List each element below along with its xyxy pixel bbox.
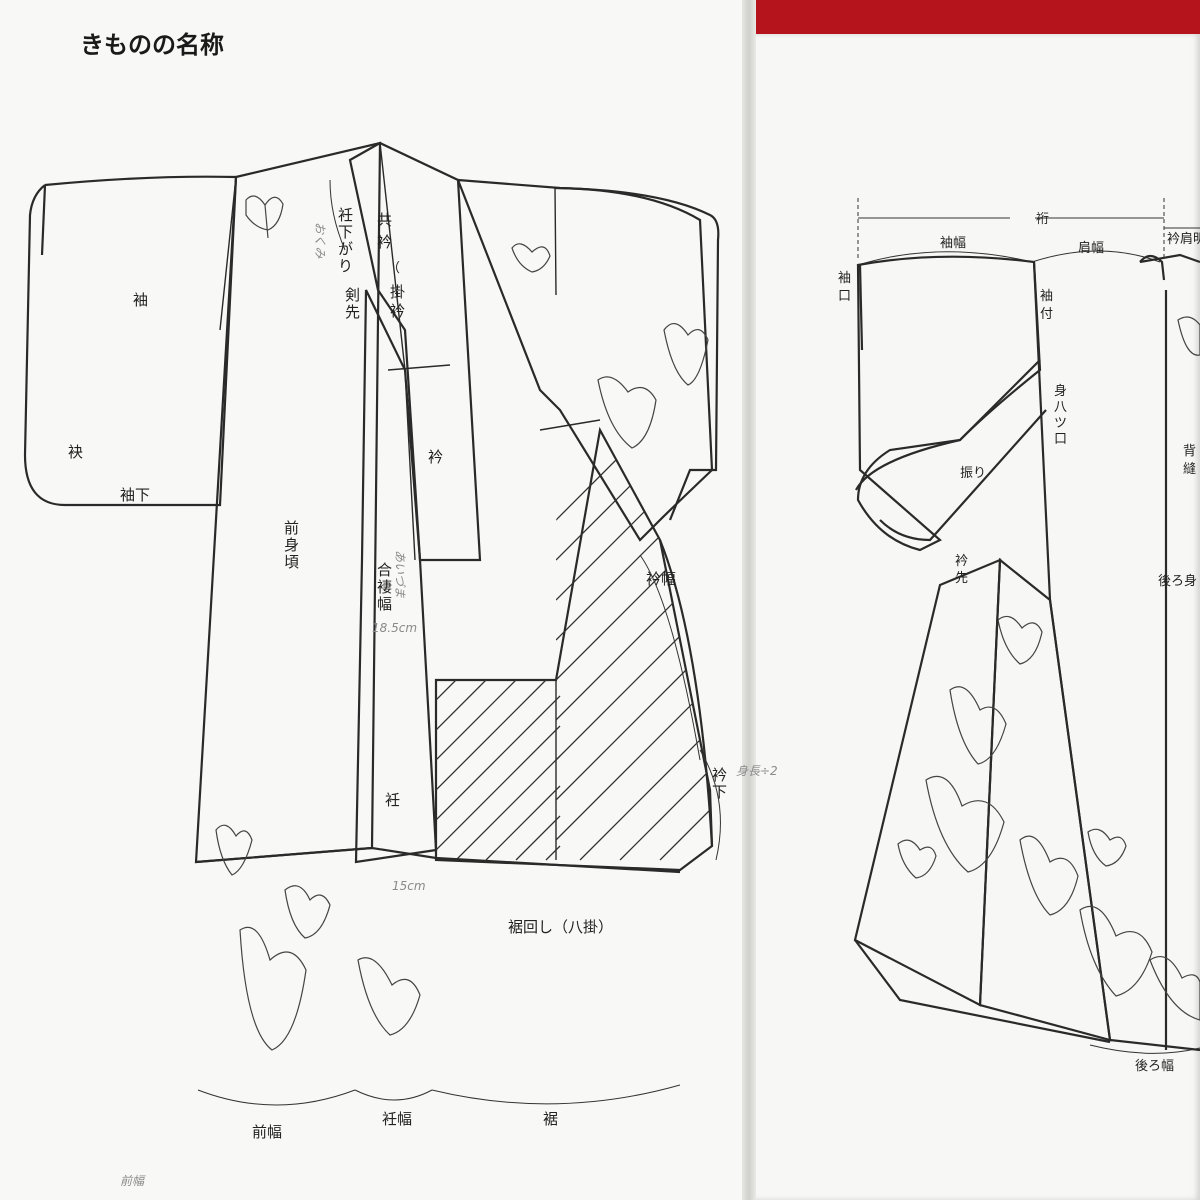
handwritten-notes: おくみ あいづま 18.5cm 15cm 身長÷2 前幅 bbox=[120, 222, 778, 1188]
label-miyatsukuchi-1: 身 bbox=[1054, 383, 1067, 399]
label-tomoeri-2: 衿 bbox=[377, 233, 392, 251]
label-susomawashi: 裾回し（八掛） bbox=[508, 918, 613, 936]
label-aizumahaba-2: 褄 bbox=[377, 578, 392, 596]
label-senui-1: 背 bbox=[1183, 444, 1196, 459]
label-eri: 衿 bbox=[428, 448, 443, 466]
butterfly-motifs bbox=[215, 195, 1043, 1051]
note-aizuma-kana: あいづま bbox=[393, 550, 407, 599]
label-eri-haba: 衿幅 bbox=[646, 570, 676, 588]
book-gutter bbox=[742, 0, 756, 1200]
label-sodetsuke-1: 袖 bbox=[1040, 289, 1053, 304]
label-kensaki-1: 剣 bbox=[345, 286, 360, 304]
lining-hatch bbox=[436, 455, 712, 861]
label-okumisagari-2: 下 bbox=[338, 223, 353, 241]
label-sodeguchi-1: 袖 bbox=[838, 271, 851, 286]
label-erisaki-1: 衿 bbox=[955, 554, 968, 569]
right-labels: 裄 衿肩明 袖幅 肩幅 袖 口 袖 付 身 八 ツ 口 背 縫 振り 衿 先 後… bbox=[838, 212, 1200, 1074]
label-okumisagari-3: が bbox=[338, 240, 353, 258]
label-maehaba: 前幅 bbox=[252, 1123, 282, 1141]
label-ushiromigoro: 後ろ身 bbox=[1158, 573, 1197, 589]
label-miyatsukuchi-4: 口 bbox=[1054, 432, 1067, 447]
left-sleeve-cuff bbox=[40, 184, 47, 256]
label-okumisagari-1: 衽 bbox=[338, 206, 353, 224]
right-sleeve-outline bbox=[554, 186, 720, 521]
label-kakeeri-1: （ bbox=[387, 261, 400, 276]
label-sodeshita: 袖下 bbox=[120, 486, 150, 504]
label-kensaki-2: 先 bbox=[345, 303, 360, 321]
label-aizumahaba-3: 幅 bbox=[377, 595, 392, 613]
label-kakeeri-2: 掛 bbox=[390, 283, 405, 301]
label-erishita-1: 衿 bbox=[712, 766, 727, 784]
label-miyatsukuchi-2: 八 bbox=[1054, 400, 1067, 415]
note-bottom: 前幅 bbox=[120, 1174, 146, 1188]
right-page bbox=[750, 34, 1200, 1200]
label-sodetsuke-2: 付 bbox=[1040, 307, 1053, 322]
label-kakeeri-3: 衿 bbox=[390, 302, 405, 320]
label-aizumahaba-1: 合 bbox=[377, 561, 392, 579]
label-yuki: 裄 bbox=[1036, 212, 1049, 227]
label-maemigoro-1: 前 bbox=[284, 519, 299, 537]
note-aizuma-size: 18.5cm bbox=[372, 621, 417, 635]
front-okumi-right bbox=[978, 557, 1112, 1042]
page-title: きものの名称 bbox=[80, 30, 224, 59]
back-body-outline bbox=[1032, 261, 1200, 1052]
label-sode: 袖 bbox=[133, 291, 148, 309]
label-erishita-2: 下 bbox=[712, 783, 727, 801]
label-sodehaba: 袖幅 bbox=[940, 236, 966, 251]
left-kimono-drawing bbox=[23, 141, 1043, 1051]
label-erisaki-2: 先 bbox=[955, 571, 968, 586]
note-erishita: 身長÷2 bbox=[736, 764, 778, 778]
furi-fold bbox=[855, 359, 1041, 491]
lining-outline bbox=[434, 426, 714, 872]
label-tamoto: 袂 bbox=[68, 443, 83, 461]
label-maemigoro-3: 頃 bbox=[284, 553, 299, 571]
label-okumisagari-4: り bbox=[338, 257, 353, 275]
label-miyatsukuchi-3: ツ bbox=[1054, 416, 1067, 431]
label-tomoeri-1: 共 bbox=[377, 211, 392, 229]
left-sleeve-outline bbox=[23, 175, 238, 507]
left-labels: 袖 袂 袖下 前 身 頃 衽 下 が り 剣 先 共 衿 （ 掛 衿 衿 合 褄… bbox=[68, 206, 727, 1141]
note-okumi-kana: おくみ bbox=[313, 222, 327, 259]
label-suso: 裾 bbox=[543, 1110, 558, 1128]
right-kimono-drawing bbox=[853, 198, 1200, 1054]
label-erikatamaki: 衿肩明 bbox=[1167, 231, 1200, 247]
label-sodeguchi-2: 口 bbox=[838, 289, 851, 304]
label-okumihaba: 衽幅 bbox=[382, 1110, 412, 1128]
label-okumi: 衽 bbox=[385, 791, 400, 809]
note-okumi-size: 15cm bbox=[392, 879, 426, 893]
label-senui-2: 縫 bbox=[1183, 462, 1196, 477]
bottom-dimension-arcs bbox=[197, 179, 721, 1106]
collar-outline bbox=[348, 141, 482, 562]
back-collar bbox=[1139, 253, 1200, 264]
label-katahaba: 肩幅 bbox=[1078, 240, 1104, 256]
label-furi: 振り bbox=[960, 466, 986, 481]
back-sleeve-outline bbox=[856, 255, 1042, 552]
inner-panel-outline bbox=[456, 178, 714, 542]
label-maemigoro-2: 身 bbox=[284, 536, 299, 554]
label-ushirohaba: 後ろ幅 bbox=[1135, 1059, 1174, 1074]
